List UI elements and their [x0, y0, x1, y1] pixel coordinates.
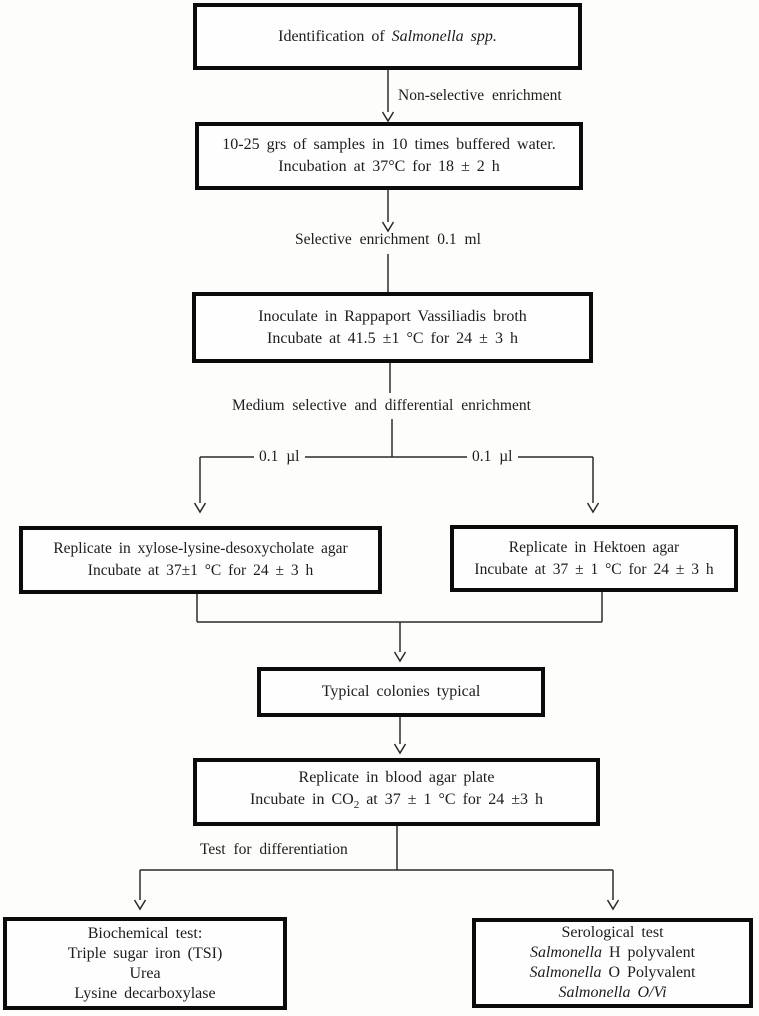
node-biochemical-line4: Lysine decarboxylase: [74, 984, 216, 1002]
arrowhead-down-icon: [133, 899, 147, 911]
node-identification: Identification of Salmonella spp.: [193, 3, 582, 70]
arrowhead-down-icon: [606, 899, 620, 911]
node-identification-text: Identification of Salmonella spp.: [278, 26, 497, 48]
node-biochemical-line2: Triple sugar iron (TSI): [67, 944, 223, 962]
label-aliquot-right: 0.1 µl: [467, 446, 518, 467]
node-serological-line3: Salmonella O Polyvalent: [530, 963, 696, 983]
label-non-selective-enrichment: Non-selective enrichment: [398, 87, 562, 104]
node-hektoen-agar: Replicate in Hektoen agar Incubate at 37…: [450, 525, 738, 592]
node-serological-line4: Salmonella O/Vi: [558, 984, 667, 1001]
node-xld-line1: Replicate in xylose-lysine-desoxycholate…: [53, 540, 348, 557]
node-biochemical-line3: Urea: [129, 964, 161, 982]
node-sample-line2: Incubation at 37°C for 18 ± 2 h: [278, 158, 500, 175]
arrowhead-down-icon: [586, 502, 600, 514]
node-blood-line1: Replicate in blood agar plate: [298, 769, 495, 787]
node-rappaport-line2: Incubate at 41.5 ±1 °C for 24 ± 3 h: [267, 329, 518, 347]
label-aliquot-left: 0.1 µl: [254, 446, 305, 467]
node-xld-agar: Replicate in xylose-lysine-desoxycholate…: [19, 526, 382, 594]
arrowhead-down-icon: [393, 651, 407, 663]
label-selective-enrichment: Selective enrichment 0.1 ml: [295, 231, 481, 248]
text-segment: Incubate in CO: [249, 791, 354, 809]
node-serological-line2: Salmonella H polyvalent: [530, 943, 695, 963]
text-segment: H polyvalent: [601, 944, 696, 961]
node-hektoen-line2: Incubate at 37 ± 1 °C for 24 ± 3 h: [474, 560, 714, 578]
text-segment: at 37 ± 1 °C for 24 ±3 h: [359, 791, 544, 809]
arrowhead-down-icon: [393, 743, 407, 755]
node-hektoen-line1: Replicate in Hektoen agar: [508, 538, 680, 556]
node-biochemical-test: Biochemical test: Triple sugar iron (TSI…: [3, 917, 287, 1010]
arrowhead-down-icon: [193, 502, 207, 514]
text-segment-italic: Salmonella spp.: [391, 27, 497, 45]
node-serological-test: Serological test Salmonella H polyvalent…: [472, 918, 753, 1008]
subscript-2: 2: [353, 799, 360, 812]
text-segment: Identification of: [278, 27, 392, 45]
node-rappaport-line1: Inoculate in Rappaport Vassiliadis broth: [258, 307, 527, 325]
label-test-for-differentiation: Test for differentiation: [200, 841, 348, 858]
label-medium-selective-differential: Medium selective and differential enrich…: [232, 397, 531, 414]
node-blood-line2: Incubate in CO2 at 37 ± 1 °C for 24 ±3 h: [250, 789, 543, 816]
arrowhead-down-icon: [381, 221, 395, 233]
text-segment: O Polyvalent: [601, 964, 696, 981]
node-typical-line1: Typical colonies typical: [321, 683, 481, 700]
node-sample-preparation: 10-25 grs of samples in 10 times buffere…: [195, 122, 583, 190]
node-blood-agar: Replicate in blood agar plate Incubate i…: [193, 758, 600, 826]
text-segment-italic: Salmonella: [529, 944, 602, 961]
arrowhead-down-icon: [381, 111, 395, 123]
text-segment-italic: Salmonella: [529, 964, 602, 981]
node-serological-line1: Serological test: [561, 924, 664, 941]
node-xld-line2: Incubate at 37±1 °C for 24 ± 3 h: [87, 562, 314, 579]
node-sample-line1: 10-25 grs of samples in 10 times buffere…: [222, 136, 556, 153]
node-rappaport-broth: Inoculate in Rappaport Vassiliadis broth…: [192, 292, 593, 363]
node-typical-colonies: Typical colonies typical: [257, 667, 545, 717]
node-biochemical-line1: Biochemical test:: [87, 924, 203, 942]
